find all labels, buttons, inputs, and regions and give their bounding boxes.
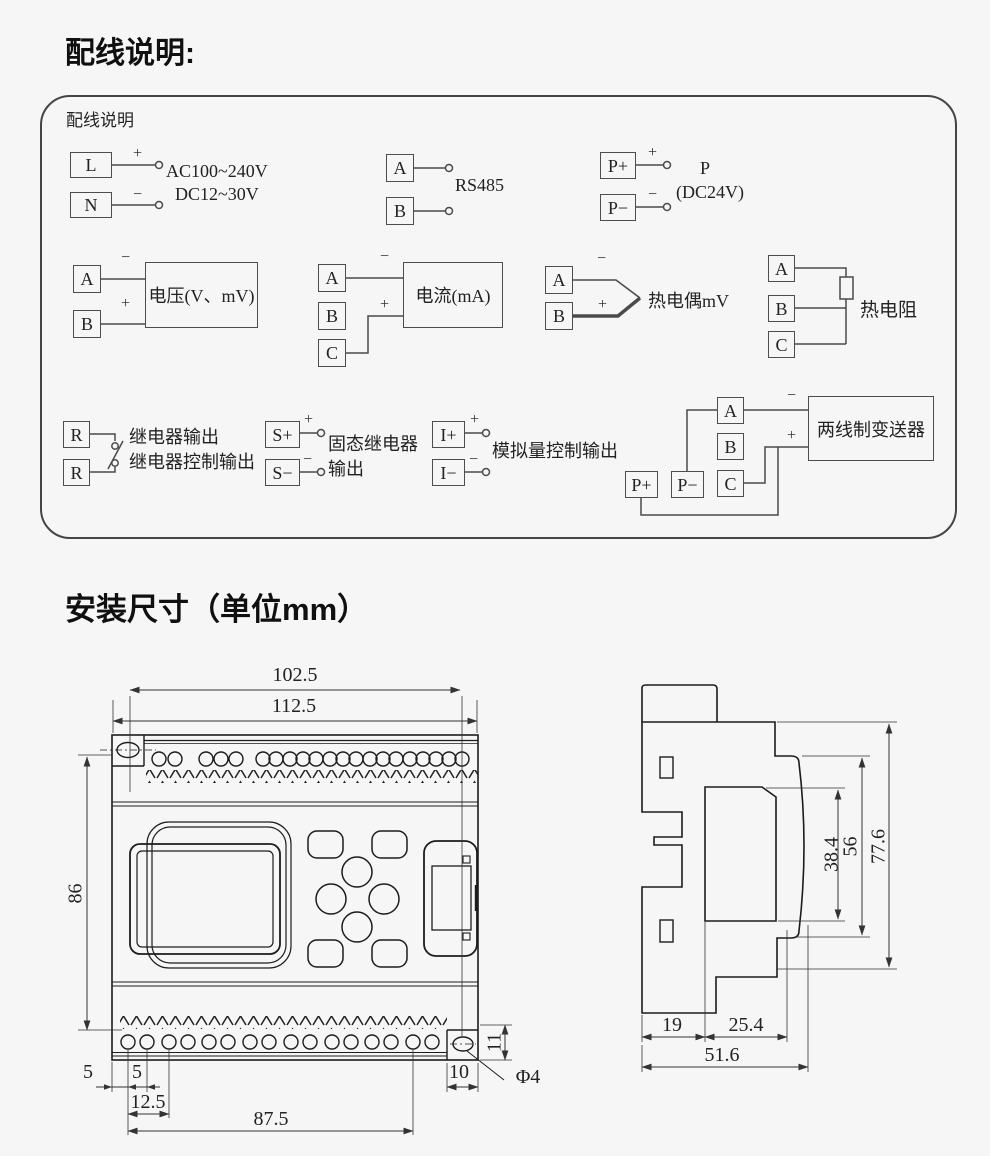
terminal-tx-a: A bbox=[717, 397, 744, 424]
terminal-tx-c: C bbox=[717, 470, 744, 497]
front-view-dims bbox=[78, 686, 512, 1135]
rtd-label: 热电阻 bbox=[860, 300, 918, 321]
dim-10: 10 bbox=[449, 1061, 469, 1083]
rs485-label: RS485 bbox=[455, 175, 505, 195]
page-title-mounting: 安装尺寸（单位mm） bbox=[65, 592, 369, 627]
dim-hole-phi4: Φ4 bbox=[515, 1066, 541, 1088]
voltage-input-box: 电压(V、mV) bbox=[145, 262, 258, 328]
terminal-p-plus: P+ bbox=[600, 152, 636, 179]
dim-56: 56 bbox=[839, 836, 862, 857]
terminal-rtd-a: A bbox=[768, 255, 795, 282]
terminal-ao-minus: I− bbox=[432, 459, 465, 486]
ssr-label-1: 固态继电器 bbox=[328, 434, 418, 454]
tc-minus-sign: − bbox=[597, 250, 607, 267]
page-title-wiring: 配线说明: bbox=[65, 37, 195, 70]
dim-51-6: 51.6 bbox=[704, 1044, 740, 1066]
terminal-tx-b: B bbox=[717, 433, 744, 460]
tc-plus-sign: + bbox=[598, 296, 608, 313]
front-view-drawing bbox=[100, 734, 505, 1081]
dim-102-5: 102.5 bbox=[272, 664, 318, 686]
dim-19: 19 bbox=[662, 1014, 682, 1036]
current-input-box: 电流(mA) bbox=[403, 262, 503, 328]
power-label-ac: AC100~240V bbox=[166, 161, 268, 181]
terminal-ao-plus: I+ bbox=[432, 421, 465, 448]
tx-plus-sign: + bbox=[787, 427, 797, 444]
dim-5-pitch: 5 bbox=[132, 1061, 142, 1083]
terminal-relay-r1: R bbox=[63, 421, 90, 448]
curr-minus-sign: − bbox=[380, 248, 390, 265]
ssr-minus-sign: − bbox=[303, 451, 313, 468]
dim-5-left: 5 bbox=[83, 1061, 93, 1083]
curr-plus-sign: + bbox=[380, 296, 390, 313]
dim-87-5: 87.5 bbox=[253, 1108, 289, 1130]
terminal-n: N bbox=[70, 192, 112, 218]
terminal-rtd-c: C bbox=[768, 331, 795, 358]
transmitter-box: 两线制变送器 bbox=[808, 396, 934, 461]
dim-86: 86 bbox=[64, 883, 87, 904]
volt-plus-sign: + bbox=[121, 295, 131, 312]
relay-label-1: 继电器输出 bbox=[129, 427, 219, 447]
terminal-volt-b: B bbox=[73, 310, 101, 338]
aux-minus-sign: − bbox=[648, 186, 658, 203]
terminal-ssr-minus: S− bbox=[265, 459, 300, 486]
ssr-plus-sign: + bbox=[304, 411, 314, 428]
terminal-tc-b: B bbox=[545, 302, 573, 330]
terminal-tx-p-minus: P− bbox=[671, 471, 704, 498]
aux-label-dc24v: (DC24V) bbox=[676, 182, 744, 202]
ssr-label-2: 输出 bbox=[328, 459, 364, 479]
dim-11: 11 bbox=[483, 1032, 506, 1053]
ao-minus-sign: − bbox=[469, 451, 479, 468]
dim-77-6: 77.6 bbox=[867, 829, 890, 864]
power-plus-sign: + bbox=[133, 145, 143, 162]
side-view-drawing bbox=[641, 684, 805, 1014]
tx-minus-sign: − bbox=[787, 387, 797, 404]
terminal-curr-a: A bbox=[318, 264, 346, 292]
wiring-box bbox=[40, 95, 957, 539]
ao-plus-sign: + bbox=[470, 411, 480, 428]
terminal-l: L bbox=[70, 152, 112, 178]
dim-25-4: 25.4 bbox=[728, 1014, 764, 1036]
terminal-rtd-b: B bbox=[768, 295, 795, 322]
terminal-curr-b: B bbox=[318, 302, 346, 330]
thermocouple-label: 热电偶mV bbox=[648, 291, 729, 311]
dim-12-5: 12.5 bbox=[130, 1091, 166, 1113]
power-label-dc: DC12~30V bbox=[175, 184, 259, 204]
aux-plus-sign: + bbox=[648, 144, 658, 161]
volt-minus-sign: − bbox=[121, 249, 131, 266]
relay-label-2: 继电器控制输出 bbox=[129, 452, 255, 472]
terminal-tc-a: A bbox=[545, 266, 573, 294]
power-minus-sign: − bbox=[133, 186, 143, 203]
terminal-volt-a: A bbox=[73, 265, 101, 293]
terminal-tx-p-plus: P+ bbox=[625, 471, 658, 498]
terminal-relay-r2: R bbox=[63, 459, 90, 486]
analog-out-label: 模拟量控制输出 bbox=[492, 441, 618, 461]
terminal-curr-c: C bbox=[318, 339, 346, 367]
wiring-lines bbox=[90, 160, 854, 516]
dim-112-5: 112.5 bbox=[271, 695, 317, 717]
terminal-ssr-plus: S+ bbox=[265, 421, 300, 448]
terminal-p-minus: P− bbox=[600, 194, 636, 221]
terminal-rs485-b: B bbox=[386, 197, 414, 225]
side-view-dims bbox=[641, 721, 897, 1072]
aux-label-p: P bbox=[700, 158, 711, 178]
wiring-box-caption: 配线说明 bbox=[66, 111, 134, 130]
terminal-rs485-a: A bbox=[386, 154, 414, 182]
